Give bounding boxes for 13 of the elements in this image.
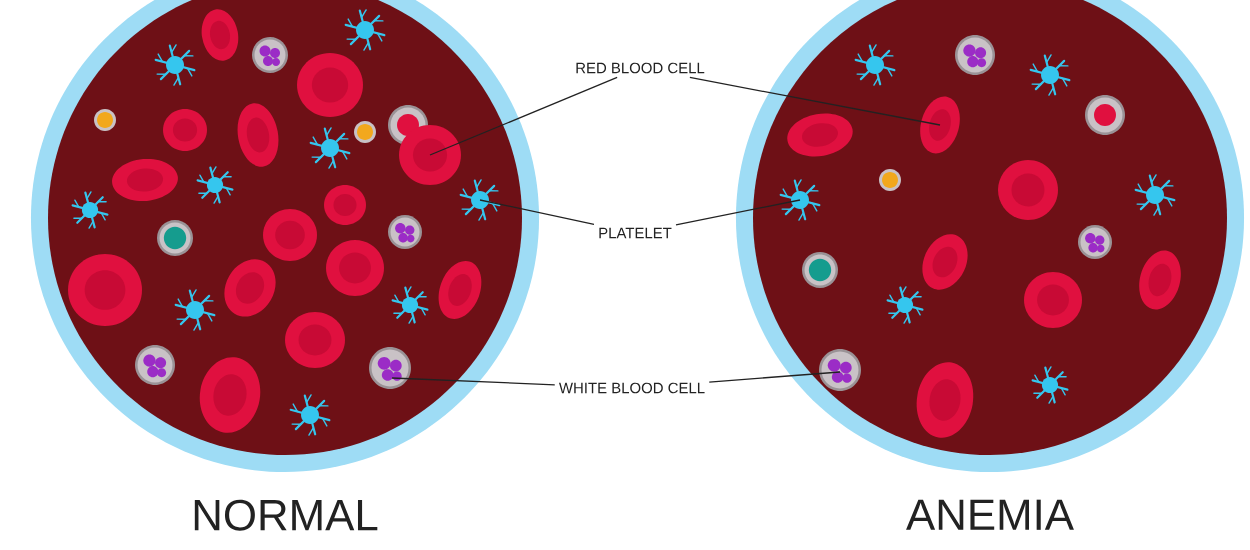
cell-label: PLATELET — [599, 227, 672, 239]
cell-label: RED BLOOD CELL — [576, 62, 705, 74]
node-label: NORMAL — [194, 499, 378, 531]
leader-line — [479, 199, 595, 225]
node-label: ANEMIA — [906, 499, 1074, 530]
blood-sample-drawing: ANEMIA — [735, 0, 1245, 530]
leader-line — [391, 377, 556, 386]
cell-label: WHITE BLOOD CELL — [559, 382, 705, 394]
leader-line — [708, 371, 841, 383]
blood-sample-drawing: NORMAL — [30, 0, 540, 531]
leader-line — [429, 76, 618, 156]
leader-line — [689, 76, 941, 126]
leader-line — [675, 199, 801, 226]
